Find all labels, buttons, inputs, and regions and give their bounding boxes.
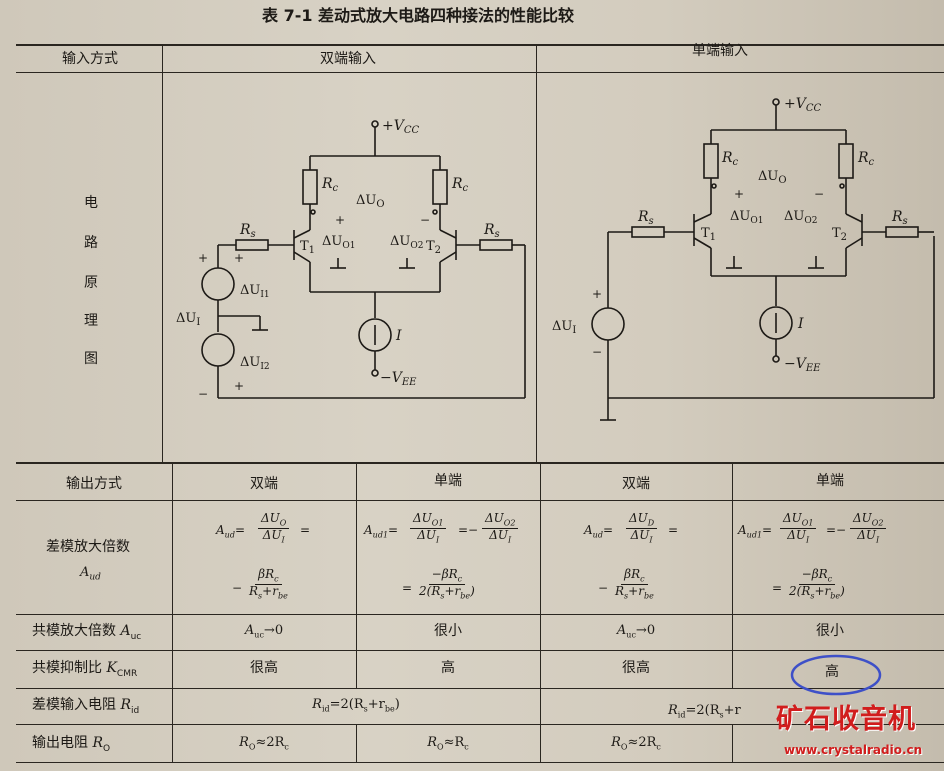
- rc-left-label: Rc: [721, 150, 739, 168]
- header-double-input: 双端输入: [320, 51, 376, 67]
- vcc-label: +VCC: [382, 118, 419, 136]
- row-label-cm-gain: 共模放大倍数 Auc: [32, 623, 142, 642]
- du-i1-label: ΔUI1: [240, 283, 270, 300]
- du-i-label: ΔUI: [176, 311, 200, 328]
- vee-label: −VEE: [784, 356, 821, 374]
- header-col: 双端: [250, 476, 278, 492]
- current-label: I: [395, 328, 402, 344]
- label-char: 电: [84, 195, 98, 211]
- rs-left-label: Rs: [239, 222, 256, 240]
- cmrr-cell: 很高: [250, 660, 278, 676]
- cm-gain-cell: Auc→0: [244, 623, 284, 640]
- plus-sign: +: [198, 251, 208, 265]
- row-label-input-res: 差模输入电阻 Rid: [32, 697, 140, 716]
- t2-label: T2: [832, 226, 847, 243]
- rs-left-label: Rs: [637, 209, 654, 227]
- du-o2-label: ΔUO2: [390, 234, 423, 251]
- minus-sign: −: [592, 345, 602, 359]
- header-input-mode: 输入方式: [62, 51, 118, 67]
- watermark-url: www.crystalradio.cn: [784, 743, 923, 757]
- current-label: I: [797, 316, 804, 332]
- label-char: 原: [84, 275, 98, 291]
- single-input-circuit: +VCC −VEE Rc Rc Rs Rs T1 T2 ΔUO ΔUO1 ΔUO…: [552, 96, 935, 421]
- row-label-diff-gain: 差模放大倍数: [46, 539, 130, 555]
- header-col: 双端: [622, 476, 650, 492]
- row-label-output-res: 输出电阻 RO: [32, 735, 111, 754]
- cmrr-cell: 高: [441, 660, 455, 676]
- rc-right-label: Rc: [451, 176, 469, 194]
- du-i2-label: ΔUI2: [240, 355, 270, 372]
- label-char: 路: [84, 235, 98, 251]
- header-single-input: 单端输入: [692, 43, 748, 59]
- cm-gain-cell: 很小: [434, 623, 462, 639]
- du-o-label: ΔUO: [356, 193, 385, 210]
- table-title: 表 7-1 差动式放大电路四种接法的性能比较: [262, 6, 575, 25]
- vee-label: −VEE: [380, 370, 417, 388]
- vcc-label: +VCC: [784, 96, 821, 114]
- du-o1-label: ΔUO1: [322, 234, 355, 251]
- rc-left-label: Rc: [321, 176, 339, 194]
- plus-sign: +: [335, 213, 345, 227]
- rs-right-label: Rs: [483, 222, 500, 240]
- cmrr-cell: 很高: [622, 660, 650, 676]
- header-output-mode: 输出方式: [66, 476, 122, 492]
- output-res-cell: RO≈2Rc: [239, 735, 289, 752]
- minus-sign: −: [198, 387, 208, 401]
- du-o1-label: ΔUO1: [730, 209, 763, 226]
- du-o2-label: ΔUO2: [784, 209, 817, 226]
- cm-gain-cell: Auc→0: [616, 623, 656, 640]
- plus-sign: +: [592, 287, 602, 301]
- du-o-label: ΔUO: [758, 169, 787, 186]
- cm-gain-cell: 很小: [816, 623, 844, 639]
- label-char: 理: [84, 313, 98, 329]
- cmrr-cell: 高: [825, 664, 839, 680]
- rc-right-label: Rc: [857, 150, 875, 168]
- plus-sign: +: [234, 251, 244, 265]
- row-label-diff-gain-var: Aud: [80, 565, 101, 583]
- header-col: 单端: [816, 473, 844, 489]
- input-res-cell: Rid=2(Rs+r: [668, 703, 741, 720]
- output-res-cell: RO≈2Rc: [611, 735, 661, 752]
- output-res-cell: RO≈Rc: [427, 735, 469, 752]
- highlight-circle: [790, 654, 882, 696]
- du-i-label: ΔUI: [552, 319, 576, 336]
- t1-label: T1: [300, 239, 315, 256]
- t1-label: T1: [701, 226, 716, 243]
- t2-label: T2: [426, 239, 441, 256]
- plus-sign: +: [234, 379, 244, 393]
- plus-sign: +: [734, 187, 744, 201]
- minus-sign: −: [420, 213, 430, 227]
- header-col: 单端: [434, 473, 462, 489]
- row-label-cmrr: 共模抑制比 KCMR: [32, 660, 138, 679]
- label-char: 图: [84, 351, 98, 367]
- watermark: 矿石收音机 www.crystalradio.cn: [770, 706, 942, 768]
- minus-sign: −: [814, 187, 824, 201]
- double-input-circuit: +VCC −VEE Rc Rc Rs Rs T1 T2 ΔUO ΔUO1 ΔUO…: [176, 118, 526, 401]
- input-res-cell: Rid=2(Rs+rbe): [312, 697, 400, 714]
- rs-right-label: Rs: [891, 209, 908, 227]
- watermark-brand: 矿石收音机: [776, 704, 916, 735]
